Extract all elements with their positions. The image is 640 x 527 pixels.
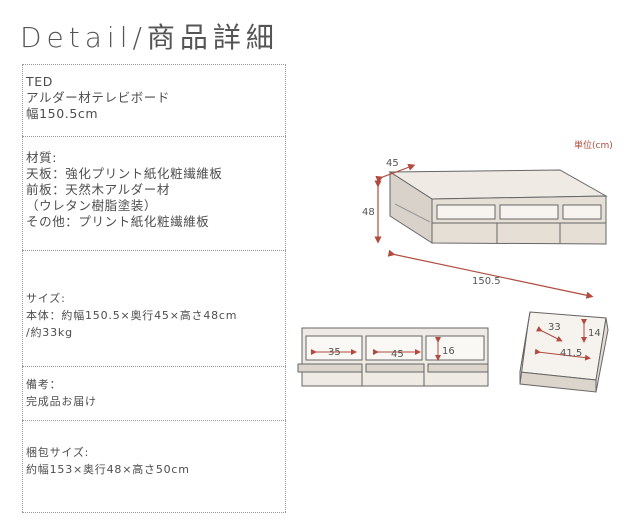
size-weight: /約33kg [26,326,73,339]
width-arrow [387,249,594,299]
package-text: 約幅153×奥行48×高さ50cm [26,463,190,476]
product-description: アルダー材テレビボード [26,90,170,105]
depth-label: 45 [386,158,399,169]
inner-width-label: 35 [328,347,341,358]
product-width: 幅150.5cm [26,106,99,121]
material-coating: （ウレタン樹脂塗装） [26,198,158,213]
package-heading: 梱包サイズ: [26,446,90,459]
unit-label: 単位(cm) [574,141,613,151]
size-block: サイズ: 本体：約幅150.5×奥行45×高さ48cm /約33kg [26,290,237,341]
material-top: 天板：強化プリント紙化粧繊維板 [26,166,223,181]
size-heading: サイズ: [26,292,66,305]
material-block: 材質: 天板：強化プリント紙化粧繊維板 前板：天然木アルダー材 （ウレタン樹脂塗… [26,150,223,230]
material-other: その他：プリント紙化粧繊維板 [26,214,210,229]
drawer-depth-arrow [535,325,563,342]
drawer-width-label: 41.5 [560,348,582,359]
spec-panel [22,64,286,512]
drawer-width-arrow [534,348,591,361]
depth-arrow [375,163,416,183]
divider [22,136,286,137]
inner-height-label: 16 [442,346,455,357]
note-heading: 備考： [26,378,62,391]
height-label: 48 [362,207,375,218]
size-body: 本体：約幅150.5×奥行45×高さ48cm [26,309,238,322]
note-block: 備考： 完成品お届け [26,376,97,410]
product-name-block: TED アルダー材テレビボード 幅150.5cm [26,74,170,122]
divider [22,250,286,251]
material-front: 前板：天然木アルダー材 [26,182,170,197]
divider [22,420,286,421]
material-heading: 材質: [26,150,58,165]
divider [22,64,286,65]
width-label: 150.5 [472,276,501,287]
tv-board-illustration [388,169,608,245]
drawer-depth-label: 33 [548,322,561,333]
inner-view-illustration [297,327,489,387]
product-model: TED [26,74,53,89]
drawer-height-label: 14 [588,328,601,339]
divider [22,512,286,513]
divider [22,366,286,367]
inner-center-label: 45 [391,349,404,360]
package-block: 梱包サイズ: 約幅153×奥行48×高さ50cm [26,444,190,478]
page-title: Detail/商品詳細 [20,21,279,54]
note-text: 完成品お届け [26,395,97,408]
